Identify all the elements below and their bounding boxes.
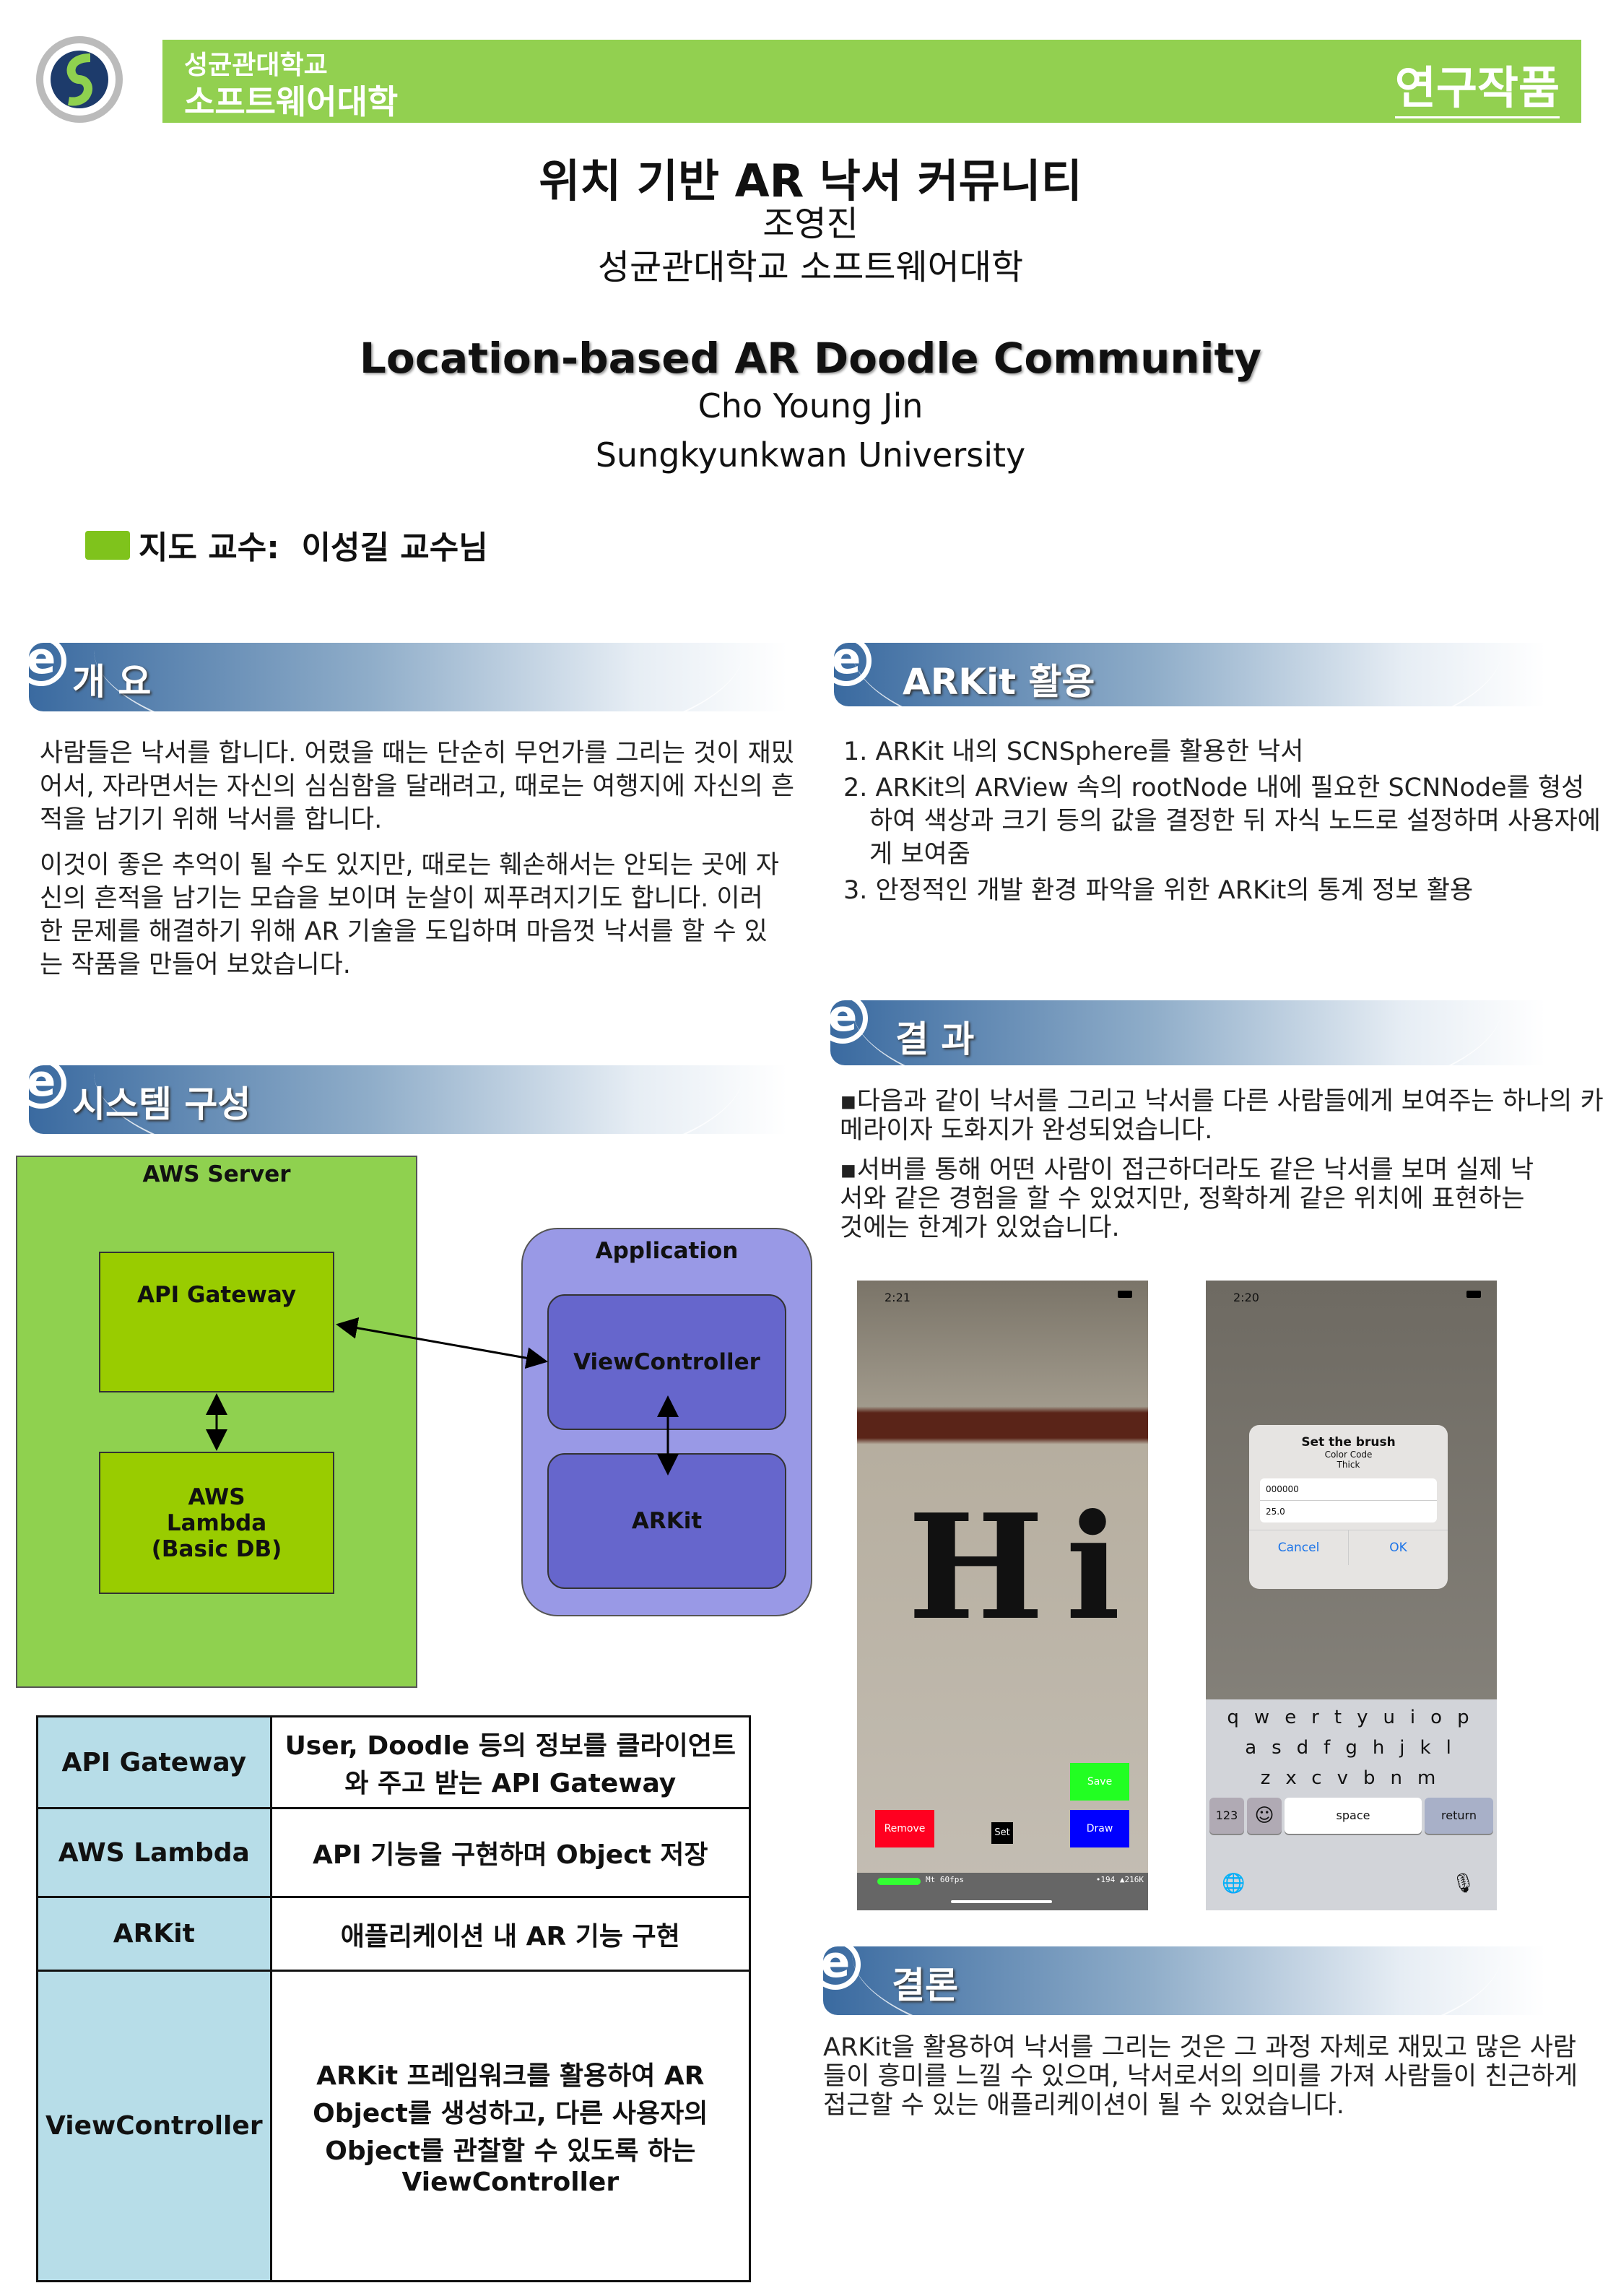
cell-desc: 애플리케이션 내 AR 기능 구현 (269, 1896, 752, 1972)
key-row-3[interactable]: zxcvbnm (1260, 1767, 1451, 1789)
arkit-box: ARKit (547, 1453, 786, 1589)
e-logo-icon: e (823, 1946, 861, 1990)
advisor-name: 이성길 교수님 (301, 529, 488, 566)
application-label: Application (595, 1238, 739, 1264)
cell-name: AWS Lambda (36, 1807, 272, 1898)
status-time: 2:21 (885, 1291, 911, 1304)
cell-name: ViewController (36, 1970, 272, 2282)
university-logo (36, 36, 130, 123)
microphone-icon[interactable]: 🎙 (1451, 1873, 1475, 1894)
school-name: 성균관대학교 (184, 51, 328, 80)
stats-bar: Mt 60fps •194 ▲216K (857, 1873, 1148, 1910)
affiliation-en: Sungkyunkwan University (595, 436, 1026, 475)
screenshot-drawing: 2:21 Hi Save Remove Set Draw Mt 60fps •1… (857, 1281, 1148, 1910)
thickness-input[interactable]: 25.0 (1266, 1507, 1285, 1517)
numbers-key[interactable]: 123 (1209, 1798, 1244, 1834)
stats-counts: •194 ▲216K (1095, 1875, 1144, 1884)
cancel-button[interactable]: Cancel (1249, 1530, 1349, 1565)
section-title: 결론 (892, 1964, 958, 2006)
return-key[interactable]: return (1425, 1798, 1493, 1834)
alert-title: Set the brush (1301, 1435, 1396, 1450)
screenshot-brush-settings: 2:20 Set the brush Color Code Thick 0000… (1206, 1281, 1497, 1910)
space-key[interactable]: space (1285, 1798, 1422, 1834)
ok-button[interactable]: OK (1389, 1541, 1407, 1555)
author-en: Cho Young Jin (697, 386, 924, 425)
aws-lambda-box: AWS Lambda (Basic DB) (99, 1452, 334, 1594)
e-logo-icon: e (830, 1000, 868, 1044)
status-time: 2:20 (1233, 1291, 1259, 1304)
save-button[interactable]: Save (1070, 1763, 1129, 1801)
cell-desc: ARKit 프레임워크를 활용하여 AR Object를 생성하고, 다른 사용… (269, 1970, 752, 2282)
overview-p1: 사람들은 낙서를 합니다. 어렸을 때는 단순히 무언가를 그리는 것이 재밌어… (40, 739, 795, 834)
globe-icon[interactable]: 🌐 (1222, 1873, 1246, 1894)
battery-icon (1118, 1291, 1132, 1298)
advisor-label: 지도 교수: (139, 529, 279, 566)
remove-button[interactable]: Remove (875, 1810, 934, 1847)
category-label: 연구작품 (1394, 51, 1560, 118)
diagram-arrows (206, 1317, 679, 1476)
section-title: ARKit 활용 (903, 661, 1095, 703)
section-title: 시스템 구성 (72, 1083, 251, 1125)
cell-name: ARKit (36, 1896, 272, 1972)
stats-fps: Mt 60fps (926, 1875, 964, 1884)
set-button[interactable]: Set (991, 1822, 1013, 1844)
draw-button[interactable]: Draw (1070, 1810, 1129, 1847)
alert-msg: Color Code (1324, 1450, 1373, 1460)
aws-server-label: AWS Server (142, 1161, 291, 1187)
key-row-1[interactable]: qwertyuiop (1227, 1707, 1485, 1728)
api-gateway-box: API Gateway (99, 1252, 334, 1392)
overview-p2: 이것이 좋은 추억이 될 수도 있지만, 때로는 훼손해서는 안되는 곳에 자신… (40, 851, 779, 979)
doodle-drawing: Hi (908, 1483, 1142, 1652)
header-banner: 성균관대학교 소프트웨어대학 연구작품 (162, 40, 1581, 123)
brush-alert: Set the brush Color Code Thick 000000 25… (1249, 1425, 1448, 1589)
key-row-2[interactable]: asdfghjkl (1245, 1737, 1466, 1759)
section-header-arkit: e ARKit 활용 (834, 643, 1545, 706)
advisor-marker (85, 531, 130, 560)
title-en: Location-based AR Doodle Community (359, 334, 1262, 383)
affiliation-ko: 성균관대학교 소프트웨어대학 (597, 247, 1024, 287)
e-logo-icon: e (29, 643, 66, 686)
alert-msg: Thick (1337, 1460, 1360, 1470)
section-title: 개 요 (72, 661, 152, 703)
author-ko: 조영진 (762, 204, 859, 244)
list-item: 3. 안정적인 개발 환경 파악을 위한 ARKit의 통계 정보 활용 (843, 876, 1474, 905)
e-logo-icon: e (29, 1065, 66, 1109)
color-code-input[interactable]: 000000 (1260, 1478, 1437, 1501)
arkit-list: 1. ARKit 내의 SCNSphere를 활용한 낙서 2. ARKit의 … (843, 735, 1602, 907)
cell-desc: API 기능을 구현하며 Object 저장 (269, 1807, 752, 1898)
section-title: 결 과 (895, 1018, 975, 1060)
list-item: 2. ARKit의 ARView 속의 rootNode 내에 필요한 SCNN… (843, 774, 1601, 869)
results-b2: ▪서버를 통해 어떤 사람이 접근하더라도 같은 낙서를 보며 실제 낙서와 같… (840, 1156, 1534, 1242)
results-b1: ▪다음과 같이 낙서를 그리고 낙서를 다른 사람들에게 보여주는 하나의 카메… (840, 1087, 1604, 1145)
cell-name: API Gateway (36, 1715, 272, 1809)
conclusion-text: ARKit을 활용하여 낙서를 그리는 것은 그 과정 자체로 재밌고 많은 사… (823, 2033, 1578, 2120)
viewcontroller-box: ViewController (547, 1294, 786, 1430)
section-header-conclusion: e 결론 (823, 1946, 1545, 2015)
list-item: 1. ARKit 내의 SCNSphere를 활용한 낙서 (843, 737, 1304, 766)
e-logo-icon: e (834, 643, 872, 686)
title-ko: 위치 기반 AR 낙서 커뮤니티 (539, 155, 1082, 207)
college-name: 소프트웨어대학 (184, 82, 399, 121)
advisor: 지도 교수: 이성길 교수님 (139, 521, 488, 568)
cell-desc: User, Doodle 등의 정보를 클라이언트와 주고 받는 API Gat… (269, 1715, 752, 1809)
emoji-key[interactable]: ☺ (1247, 1798, 1282, 1834)
battery-icon (1466, 1291, 1481, 1298)
